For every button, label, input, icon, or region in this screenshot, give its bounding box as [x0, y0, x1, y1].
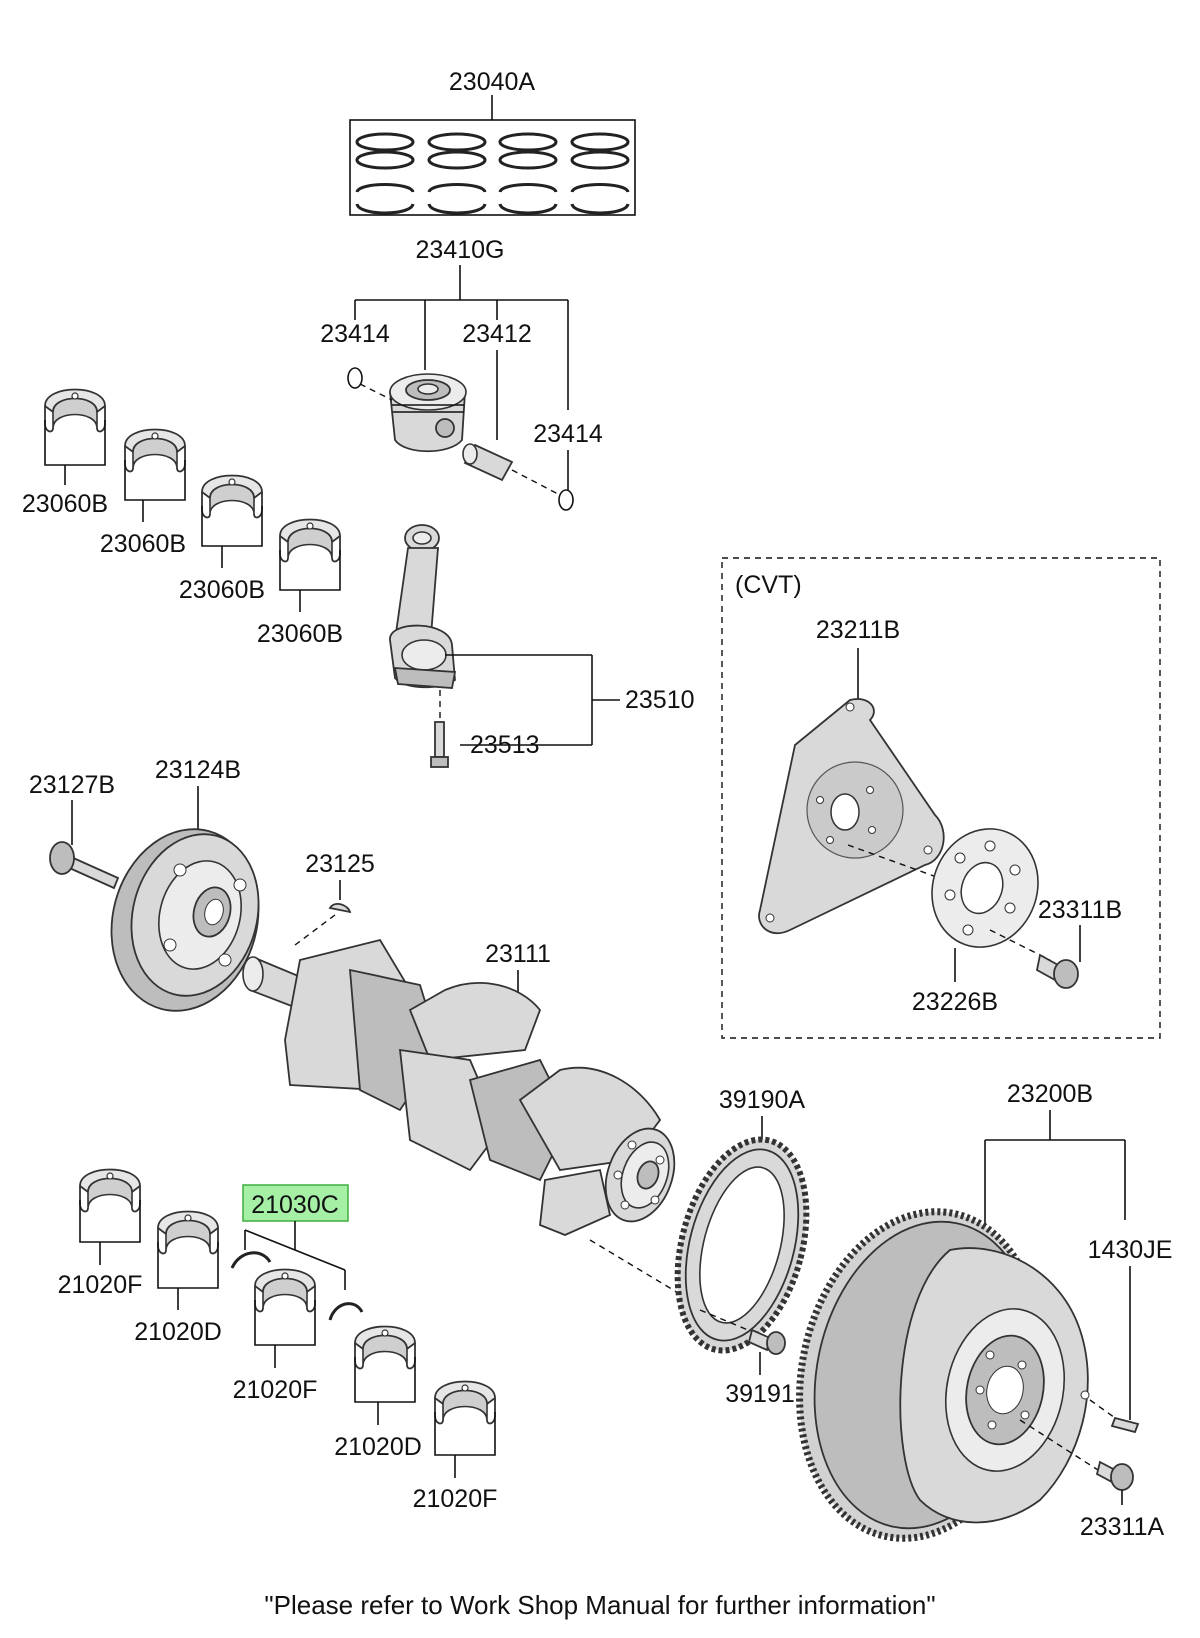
sensor-wheel-group: 39190A 39191 [674, 1086, 810, 1408]
label-23060B-3[interactable]: 23060B [179, 576, 265, 604]
ring-set-1 [355, 132, 415, 215]
label-23060B-1[interactable]: 23060B [22, 490, 108, 518]
conrod-bearing-shell-4 [279, 518, 341, 563]
main-bearing-shell-2 [157, 1210, 219, 1255]
label-21030C[interactable]: 21030C [251, 1191, 339, 1219]
label-21020F-1[interactable]: 21020F [58, 1271, 143, 1299]
main-bearings-group: 21030C 21020F 21020D 21020F 21020D 21020… [58, 1168, 498, 1513]
sensor-wheel-bolt [747, 1328, 786, 1355]
conrod-bearings-group: 23060B 23060B 23060B 23060B [22, 388, 343, 648]
cvt-dashed-box [721, 557, 1161, 1039]
flywheel [796, 1208, 1090, 1542]
piston-pin [462, 443, 514, 482]
label-23060B-4[interactable]: 23060B [257, 620, 343, 648]
highlight-21030C [242, 1184, 349, 1222]
label-23226B[interactable]: 23226B [912, 988, 998, 1016]
label-21020F-3[interactable]: 21020F [413, 1485, 498, 1513]
label-23311B[interactable]: 23311B [1038, 896, 1122, 924]
label-1430JE[interactable]: 1430JE [1088, 1236, 1173, 1264]
connecting-rod [389, 524, 457, 689]
ring-set-3 [498, 132, 558, 215]
label-cvt: (CVT) [735, 571, 802, 599]
label-23414-left[interactable]: 23414 [320, 320, 390, 348]
main-bearing-shell-4 [354, 1325, 416, 1370]
label-21020D-2[interactable]: 21020D [334, 1433, 422, 1461]
snap-ring-right [558, 489, 574, 511]
conrod-bearing-shell-3 [201, 474, 263, 519]
thrust-washer-right [328, 1302, 364, 1321]
main-bearing-shell-1 [79, 1168, 141, 1213]
conrod-bearing-shell-1 [44, 388, 106, 433]
cvt-group: (CVT) 23211B 23226B [721, 557, 1161, 1039]
label-23211B[interactable]: 23211B [816, 616, 900, 644]
rod-bolt [430, 721, 449, 768]
key-group: 23125 [294, 850, 375, 946]
label-23414-right[interactable]: 23414 [533, 420, 603, 448]
main-bearing-shell-3 [254, 1268, 316, 1313]
label-23125[interactable]: 23125 [305, 850, 375, 878]
label-23311A[interactable]: 23311A [1080, 1513, 1165, 1541]
drive-plate-bolt [1035, 953, 1079, 989]
conrod-bearing-shell-2 [124, 428, 186, 473]
drive-plate [758, 698, 945, 935]
piston-group: 23410G 23414 23412 23414 [320, 236, 603, 511]
damper-pulley [110, 828, 260, 1012]
dowel-pin [1110, 1416, 1140, 1434]
label-23412[interactable]: 23412 [462, 320, 532, 348]
label-23111[interactable]: 23111 [485, 940, 551, 968]
flywheel-group: 23200B 1430JE 23311A [796, 1080, 1173, 1542]
ring-set-4 [570, 132, 630, 215]
footer-note: "Please refer to Work Shop Manual for fu… [264, 1590, 936, 1620]
label-21020D-1[interactable]: 21020D [134, 1318, 222, 1346]
thrust-washer-left [230, 1251, 272, 1269]
piston-rings-group: 23040A [349, 68, 636, 216]
label-23060B-2[interactable]: 23060B [100, 530, 186, 558]
label-23200B[interactable]: 23200B [1007, 1080, 1093, 1108]
adapter-plate [931, 828, 1039, 948]
label-23124B[interactable]: 23124B [155, 756, 241, 784]
woodruff-key [328, 903, 352, 914]
crankshaft [242, 938, 676, 1236]
label-21020F-2[interactable]: 21020F [233, 1376, 318, 1404]
pulley-bolt [49, 841, 120, 890]
label-23040A[interactable]: 23040A [449, 68, 536, 96]
label-39190A[interactable]: 39190A [719, 1086, 806, 1114]
label-23127B[interactable]: 23127B [29, 771, 115, 799]
label-39191[interactable]: 39191 [725, 1380, 795, 1408]
label-23513[interactable]: 23513 [470, 731, 540, 759]
connecting-rod-group: 23510 23513 [389, 524, 695, 768]
ring-set-2 [427, 132, 487, 215]
crankshaft-group: 23111 [242, 938, 691, 1301]
sensor-wheel [674, 1136, 810, 1354]
label-23510[interactable]: 23510 [625, 686, 695, 714]
pulley-group: 23127B 23124B [29, 756, 260, 1012]
snap-ring-left [347, 367, 363, 389]
flywheel-bolt [1095, 1460, 1134, 1491]
label-23410G[interactable]: 23410G [416, 236, 505, 264]
main-bearing-shell-5 [434, 1380, 496, 1425]
